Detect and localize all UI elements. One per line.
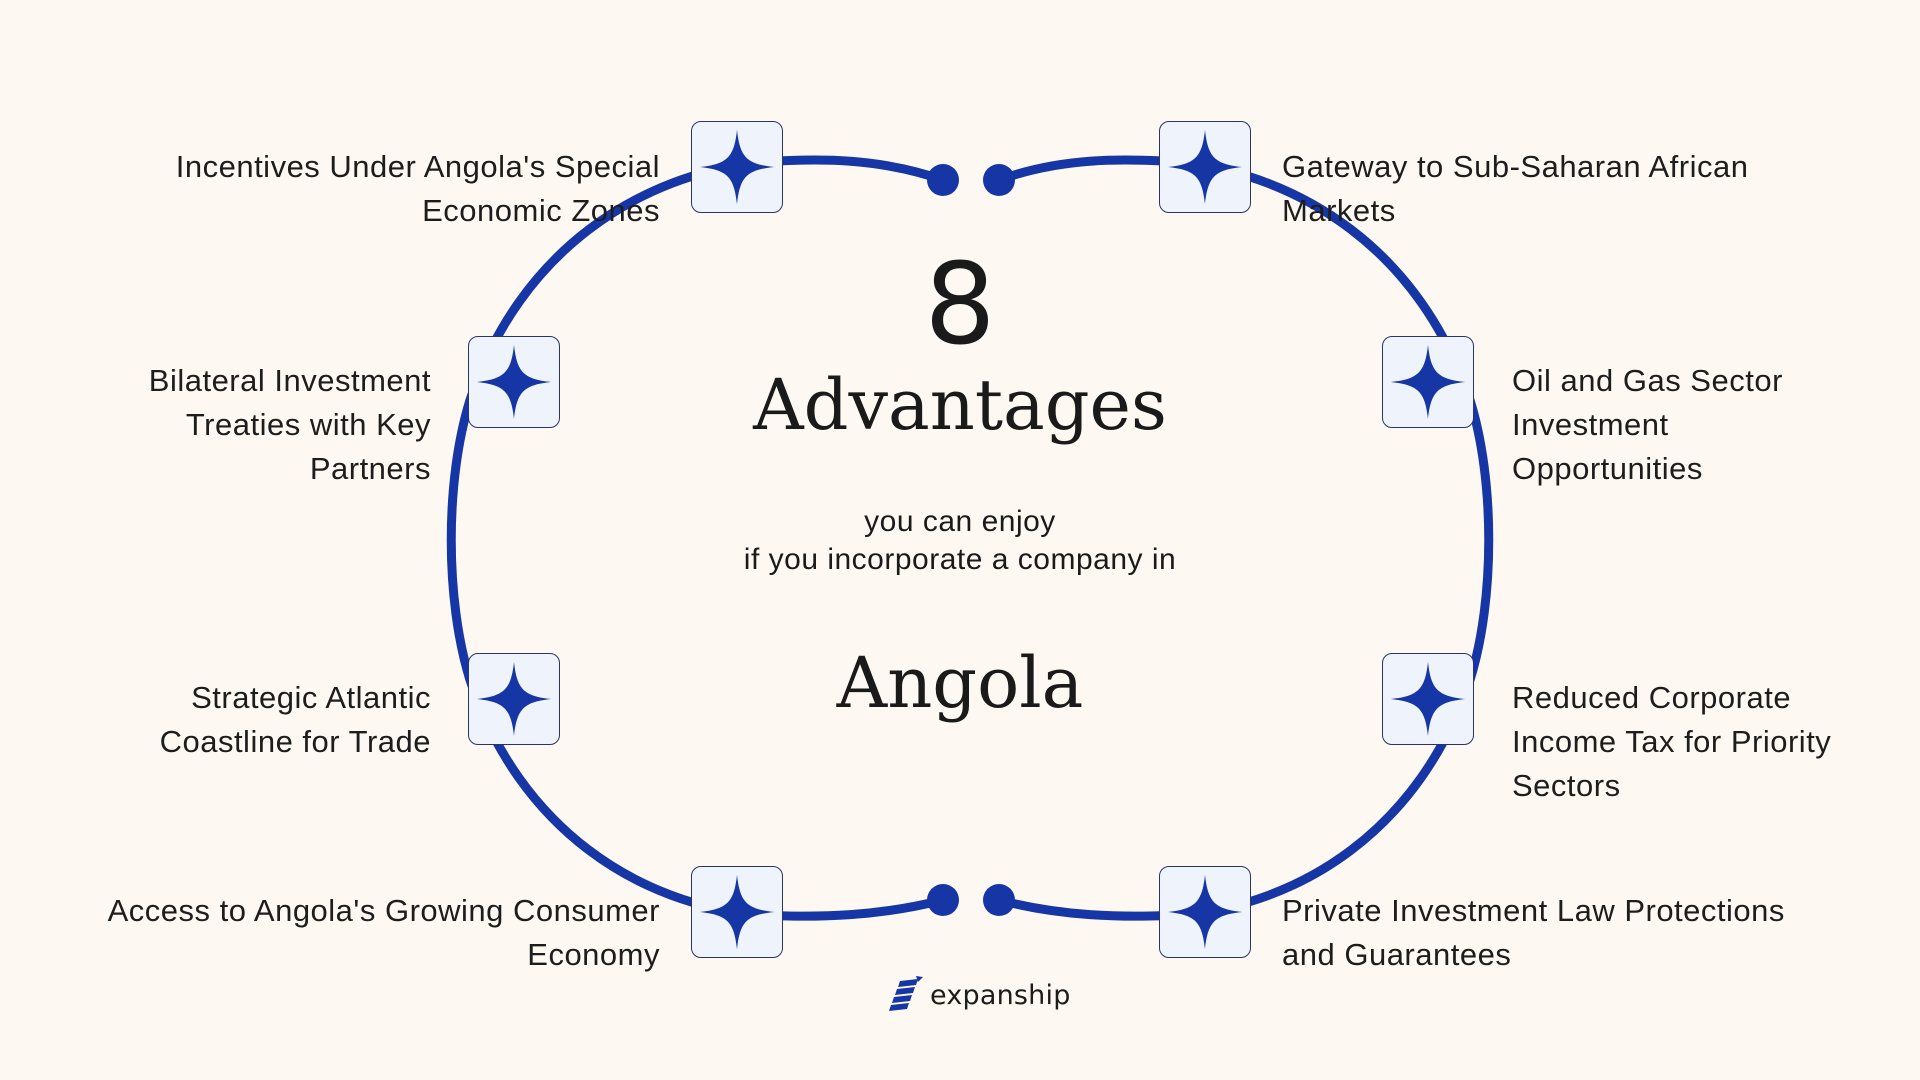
label-line: Oil and Gas Sector xyxy=(1512,363,1783,398)
ring-end-dot xyxy=(983,884,1015,916)
advantage-label-top-left: Incentives Under Angola's Special Econom… xyxy=(176,145,660,233)
label-line: Investment xyxy=(1512,407,1669,442)
advantage-label-low-left: Strategic Atlantic Coastline for Trade xyxy=(160,676,431,764)
ring-end-dot xyxy=(983,164,1015,196)
four-point-star-icon xyxy=(1390,661,1466,737)
subtitle-line-2: if you incorporate a company in xyxy=(743,543,1177,576)
star-box-low-left xyxy=(468,653,560,745)
star-box-bottom-right xyxy=(1159,866,1251,958)
label-line: Opportunities xyxy=(1512,451,1703,486)
label-line: Economy xyxy=(527,937,660,972)
label-line: Economic Zones xyxy=(422,193,660,228)
brand-logo: expanship xyxy=(888,975,1071,1015)
four-point-star-icon xyxy=(699,874,775,950)
label-line: Incentives Under Angola's Special xyxy=(175,149,660,184)
ring-end-dot xyxy=(927,884,959,916)
advantage-label-mid-left: Bilateral Investment Treaties with Key P… xyxy=(149,359,431,491)
label-line: Access to Angola's Growing Consumer xyxy=(107,893,660,928)
advantage-label-bottom-right: Private Investment Law Protections and G… xyxy=(1282,889,1785,977)
heading-advantages: Advantages xyxy=(753,364,1167,446)
advantage-label-bottom-left: Access to Angola's Growing Consumer Econ… xyxy=(108,889,660,977)
label-line: Income Tax for Priority xyxy=(1512,724,1832,759)
star-box-top-left xyxy=(691,121,783,213)
star-box-bottom-left xyxy=(691,866,783,958)
label-line: Treaties with Key xyxy=(185,407,431,442)
advantage-label-mid-right: Oil and Gas Sector Investment Opportunit… xyxy=(1512,359,1783,491)
label-line: Bilateral Investment xyxy=(148,363,431,398)
advantage-label-top-right: Gateway to Sub-Saharan African Markets xyxy=(1282,145,1748,233)
ring-end-dot xyxy=(927,164,959,196)
advantage-label-low-right: Reduced Corporate Income Tax for Priorit… xyxy=(1512,676,1831,808)
star-box-mid-right xyxy=(1382,336,1474,428)
label-line: Markets xyxy=(1282,193,1396,228)
label-line: Strategic Atlantic xyxy=(191,680,431,715)
four-point-star-icon xyxy=(476,661,552,737)
advantage-count: 8 xyxy=(924,240,996,370)
brand-name: expanship xyxy=(930,979,1071,1011)
subtitle-line-1: you can enjoy xyxy=(864,505,1056,538)
label-line: and Guarantees xyxy=(1282,937,1512,972)
star-box-mid-left xyxy=(468,336,560,428)
star-box-top-right xyxy=(1159,121,1251,213)
four-point-star-icon xyxy=(1390,344,1466,420)
four-point-star-icon xyxy=(699,129,775,205)
four-point-star-icon xyxy=(1167,129,1243,205)
label-line: Gateway to Sub-Saharan African xyxy=(1282,149,1749,184)
four-point-star-icon xyxy=(476,344,552,420)
four-point-star-icon xyxy=(1167,874,1243,950)
label-line: Coastline for Trade xyxy=(159,724,431,759)
label-line: Private Investment Law Protections xyxy=(1282,893,1785,928)
country-name: Angola xyxy=(836,642,1084,724)
label-line: Sectors xyxy=(1512,768,1621,803)
label-line: Partners xyxy=(309,451,431,486)
star-box-low-right xyxy=(1382,653,1474,745)
expanship-logo-icon xyxy=(889,976,923,1011)
label-line: Reduced Corporate xyxy=(1512,680,1792,715)
